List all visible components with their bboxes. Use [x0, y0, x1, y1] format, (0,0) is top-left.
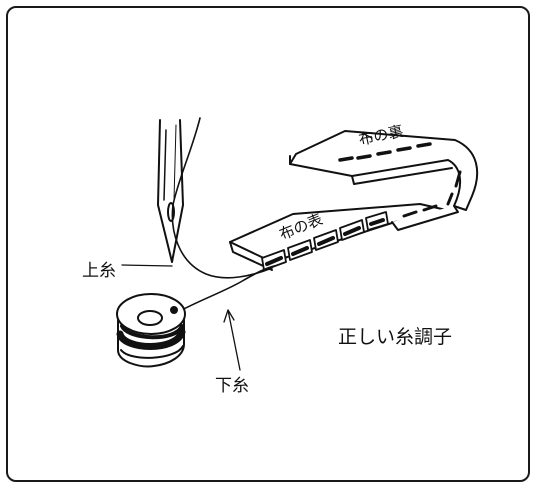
upper-thread-line — [171, 117, 273, 279]
caption-label: 正しい糸調子 — [338, 326, 453, 348]
fabric-back-leader — [359, 131, 373, 139]
upper-thread-label: 上糸 — [82, 261, 116, 281]
fabric-back — [289, 130, 479, 211]
bobbin-icon — [116, 293, 186, 368]
needle — [157, 119, 184, 263]
stitch-loops — [261, 211, 389, 271]
lower-thread-label: 下糸 — [215, 376, 249, 396]
lower-thread-leader — [227, 309, 241, 371]
upper-thread-leader — [121, 264, 173, 267]
lower-thread-line — [177, 265, 275, 313]
